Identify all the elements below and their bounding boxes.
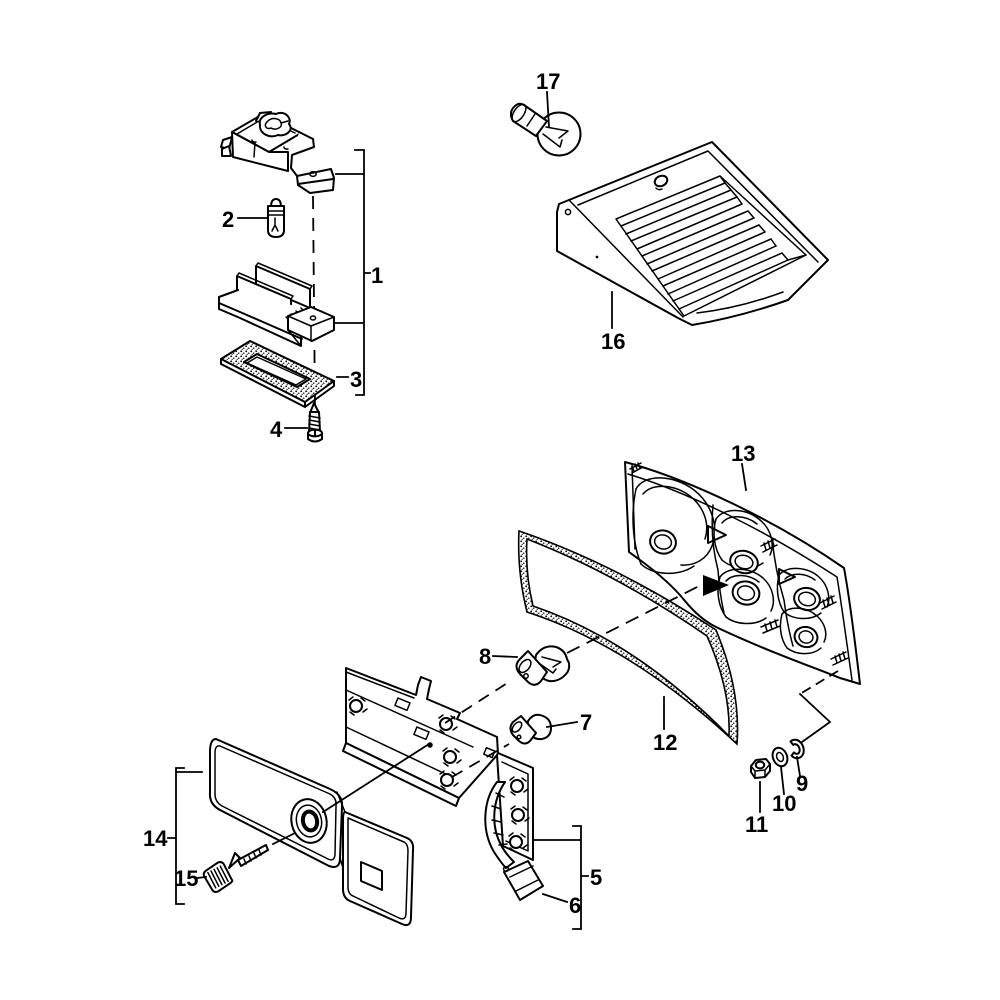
svg-text:11: 11 (745, 812, 768, 837)
svg-text:12: 12 (653, 730, 677, 755)
svg-text:14: 14 (143, 826, 168, 851)
svg-text:2: 2 (222, 207, 234, 232)
svg-text:3: 3 (350, 367, 362, 392)
svg-text:17: 17 (536, 69, 560, 94)
svg-text:16: 16 (601, 329, 625, 354)
svg-text:5: 5 (590, 865, 602, 890)
svg-text:8: 8 (479, 644, 491, 669)
svg-text:6: 6 (569, 893, 581, 918)
svg-text:9: 9 (796, 771, 808, 796)
svg-text:13: 13 (731, 441, 755, 466)
svg-text:4: 4 (270, 417, 283, 442)
svg-text:10: 10 (772, 791, 796, 816)
svg-text:15: 15 (174, 866, 198, 891)
svg-text:1: 1 (371, 263, 383, 288)
svg-text:7: 7 (580, 710, 592, 735)
